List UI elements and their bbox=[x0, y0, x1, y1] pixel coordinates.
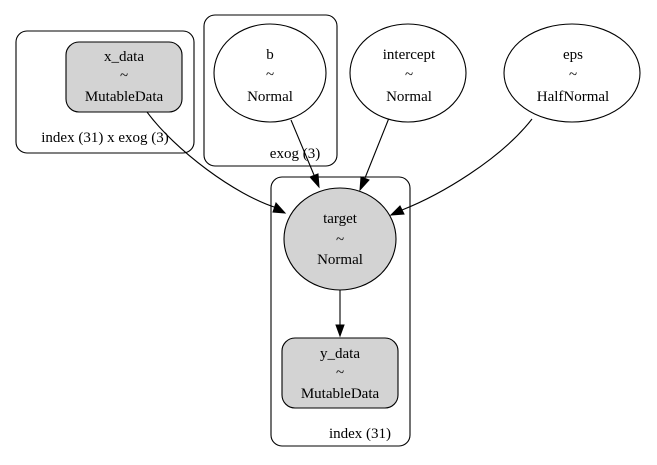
arrowhead-intercept-target bbox=[359, 176, 370, 192]
node-target-tilde: ~ bbox=[336, 232, 344, 248]
node-y-data: y_data ~ MutableData bbox=[281, 337, 399, 409]
node-target: target ~ Normal bbox=[283, 187, 397, 291]
node-eps-shape bbox=[503, 23, 641, 123]
node-y-data-tilde: ~ bbox=[336, 365, 344, 381]
arrowhead-b-target bbox=[309, 173, 320, 189]
node-intercept-tilde: ~ bbox=[405, 67, 413, 83]
edge-target-to-y-data bbox=[335, 290, 345, 338]
node-x-data-dist: MutableData bbox=[85, 89, 164, 105]
edge-x-data-to-target bbox=[146, 111, 287, 214]
node-x-data-tilde: ~ bbox=[120, 68, 128, 84]
plate-exog: exog (3) bbox=[203, 14, 338, 167]
node-b-tilde: ~ bbox=[266, 67, 274, 83]
plate-label-exog: exog (3) bbox=[270, 146, 320, 162]
node-y-data-name: y_data bbox=[320, 346, 360, 362]
node-eps-name: eps bbox=[563, 47, 583, 63]
node-x-data-shape bbox=[65, 41, 183, 113]
edge-eps-to-target bbox=[389, 118, 533, 216]
node-intercept: intercept ~ Normal bbox=[349, 23, 467, 123]
node-target-name: target bbox=[323, 211, 358, 227]
arrowhead-x-data-target bbox=[272, 202, 287, 214]
node-intercept-name: intercept bbox=[383, 47, 436, 63]
arrowhead-target-y-data bbox=[335, 324, 345, 338]
arrowhead-eps-target bbox=[389, 205, 405, 216]
node-eps-tilde: ~ bbox=[569, 67, 577, 83]
plate-label-index: index (31) bbox=[329, 426, 391, 442]
node-y-data-shape bbox=[281, 337, 399, 409]
plate-index-exog: index (31) x exog (3) bbox=[15, 30, 195, 154]
node-b: b ~ Normal bbox=[213, 23, 327, 123]
node-intercept-shape bbox=[349, 23, 467, 123]
node-b-shape bbox=[213, 23, 327, 123]
node-x-data-name: x_data bbox=[104, 49, 144, 65]
node-target-shape bbox=[283, 187, 397, 291]
node-b-name: b bbox=[266, 47, 274, 63]
edge-intercept-to-target bbox=[359, 117, 390, 192]
node-target-dist: Normal bbox=[317, 252, 363, 268]
node-eps: eps ~ HalfNormal bbox=[503, 23, 641, 123]
node-b-dist: Normal bbox=[247, 89, 293, 105]
node-x-data: x_data ~ MutableData bbox=[65, 41, 183, 113]
node-intercept-dist: Normal bbox=[386, 89, 432, 105]
node-y-data-dist: MutableData bbox=[301, 386, 380, 402]
edge-b-to-target bbox=[290, 119, 320, 189]
plate-index: index (31) bbox=[270, 176, 411, 447]
plate-label-index-exog: index (31) x exog (3) bbox=[41, 130, 168, 146]
node-eps-dist: HalfNormal bbox=[537, 89, 609, 105]
